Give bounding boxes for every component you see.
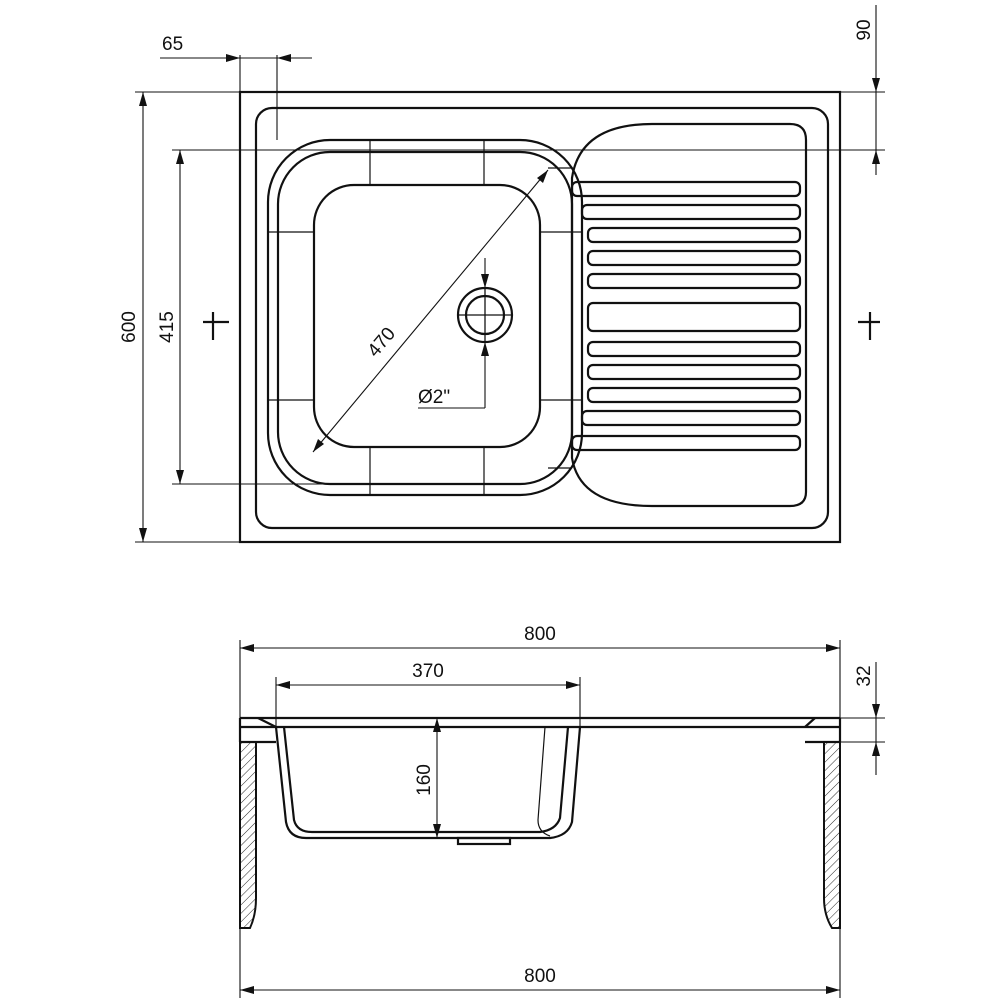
bowl-profile-inner — [282, 726, 570, 834]
section-mark-left — [203, 312, 229, 340]
dimension-600: 600 — [119, 91, 240, 543]
side-view — [238, 716, 842, 929]
dimension-65: 65 — [160, 34, 312, 140]
drainboard-grooves — [570, 180, 802, 452]
section-mark-right — [858, 312, 880, 340]
dimension-800-top: 800 — [239, 624, 841, 718]
top-view — [203, 90, 880, 544]
drainboard-outline — [570, 122, 808, 508]
dimension-800-top-label: 800 — [524, 624, 556, 645]
dimension-drain: Ø2" — [418, 258, 489, 409]
dimension-370-label: 370 — [412, 661, 444, 682]
dimension-415: 415 — [157, 149, 560, 485]
drain-stub — [456, 836, 512, 846]
dimension-160-label: 160 — [414, 764, 435, 796]
bowl-outer — [266, 138, 584, 497]
dimension-90: 90 — [560, 5, 885, 175]
dimension-90-label: 90 — [854, 19, 875, 40]
sink-rim-inner — [254, 106, 830, 530]
bowl-profile-outer — [274, 726, 582, 840]
dimension-32-label: 32 — [854, 665, 875, 686]
dimension-drain-label: Ø2" — [418, 387, 450, 408]
bowl-inner — [312, 183, 542, 449]
dimension-470-label: 470 — [364, 324, 400, 362]
left-leg — [239, 741, 257, 929]
bowl-seams — [268, 140, 582, 495]
dimension-415-label: 415 — [157, 311, 178, 343]
right-leg — [823, 741, 841, 929]
dimension-65-label: 65 — [162, 34, 183, 55]
dimension-800-bottom-label: 800 — [524, 966, 556, 987]
dimension-160: 160 — [414, 718, 441, 838]
dimension-370: 370 — [275, 661, 581, 727]
dimension-32: 32 — [840, 662, 885, 775]
dimension-600-label: 600 — [119, 311, 140, 343]
sink-outer-outline — [238, 90, 842, 544]
dimension-800-bottom: 800 — [239, 928, 841, 998]
